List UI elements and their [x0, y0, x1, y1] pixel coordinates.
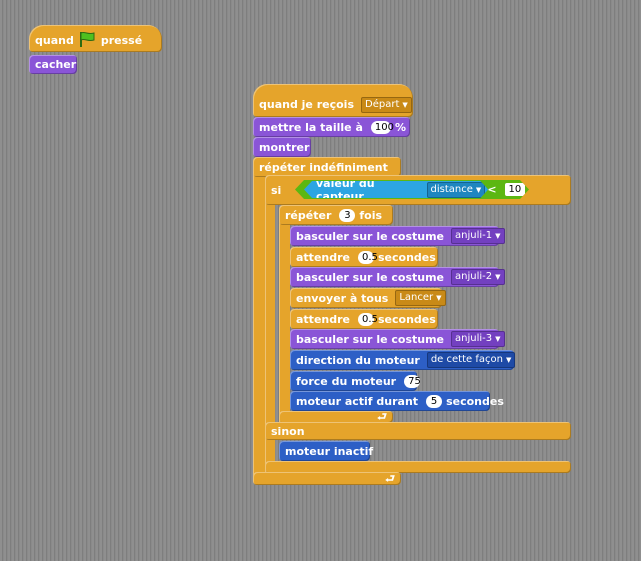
show-label: montrer [259, 140, 310, 154]
when-i-receive-block[interactable]: quand je reçois Départ▼ [253, 84, 413, 117]
message-dropdown[interactable]: Départ▼ [361, 96, 412, 113]
repeat-block-end: ⮐ [279, 410, 393, 423]
seconds-label: secondes [378, 312, 436, 326]
chevron-down-icon: ▼ [505, 356, 512, 364]
repeat-block[interactable]: répéter 3 fois [279, 205, 393, 225]
chevron-down-icon: ▼ [495, 273, 501, 281]
costume-dropdown[interactable]: anjuli-2▼ [451, 269, 505, 285]
motor-off-label: moteur inactif [285, 444, 374, 458]
less-than-label: < [487, 183, 497, 196]
hide-block[interactable]: cacher [29, 55, 77, 74]
times-label: fois [359, 208, 383, 222]
forever-block[interactable]: répéter indéfiniment [253, 157, 401, 177]
switch-costume-block-2[interactable]: basculer sur le costume anjuli-2▼ [290, 267, 505, 287]
chevron-down-icon: ▼ [475, 185, 482, 194]
if-else-block-end [265, 461, 571, 473]
repeat-count-input[interactable]: 3 [339, 208, 356, 222]
costume-dropdown[interactable]: anjuli-1▼ [451, 228, 505, 244]
motor-direction-label: direction du moteur [296, 353, 420, 367]
threshold-input[interactable]: 10 [505, 183, 525, 196]
green-flag-icon [78, 31, 96, 50]
motor-on-for-block[interactable]: moteur actif durant 5 secondes [290, 391, 504, 411]
else-label: sinon [271, 424, 305, 438]
chevron-down-icon: ▼ [402, 100, 408, 109]
size-input[interactable]: 100 [370, 120, 394, 134]
seconds-label: secondes [446, 394, 504, 408]
loop-arrow-icon: ⮐ [377, 410, 387, 423]
broadcast-block[interactable]: envoyer à tous Lancer▼ [290, 288, 446, 308]
costume-dropdown[interactable]: anjuli-3▼ [451, 331, 505, 347]
sensor-value-label: valeur du capteur [316, 176, 375, 203]
less-than-operator[interactable]: valeur du capteur distance▼ < 10 [295, 180, 529, 199]
show-block[interactable]: montrer [253, 137, 311, 157]
broadcast-dropdown[interactable]: Lancer▼ [395, 290, 446, 306]
forever-label: répéter indéfiniment [259, 160, 388, 174]
broadcast-label: envoyer à tous [296, 291, 389, 305]
repeat-label: répéter [285, 208, 332, 222]
chevron-down-icon: ▼ [495, 335, 501, 343]
switch-costume-block-1[interactable]: basculer sur le costume anjuli-1▼ [290, 226, 505, 246]
if-label: si [271, 183, 282, 197]
wait-seconds-input[interactable]: 0.5 [358, 312, 378, 326]
motor-power-label: force du moteur [296, 374, 397, 388]
wait-block-2[interactable]: attendre 0.5 secondes [290, 309, 438, 329]
wait-seconds-input[interactable]: 0.5 [358, 250, 378, 264]
sensor-dropdown[interactable]: distance▼ [427, 182, 486, 198]
wait-label: attendre [296, 312, 350, 326]
forever-block-end: ⮐ [253, 472, 401, 485]
switch-costume-block-3[interactable]: basculer sur le costume anjuli-3▼ [290, 329, 505, 349]
sensor-value-reporter[interactable]: valeur du capteur distance▼ [304, 181, 488, 198]
motor-direction-block[interactable]: direction du moteur de cette façon▼ [290, 350, 516, 370]
motor-on-for-label: moteur actif durant [296, 394, 419, 408]
repeat-arm [279, 219, 290, 423]
set-size-label: mettre la taille à [259, 120, 363, 134]
hide-label: cacher [35, 58, 77, 71]
wait-block-1[interactable]: attendre 0.5 secondes [290, 247, 438, 267]
chevron-down-icon: ▼ [436, 294, 442, 302]
motor-direction-dropdown[interactable]: de cette façon▼ [426, 352, 516, 368]
switch-costume-label: basculer sur le costume [296, 229, 445, 243]
set-size-block[interactable]: mettre la taille à 100 % [253, 117, 410, 137]
chevron-down-icon: ▼ [495, 232, 501, 240]
motor-power-block[interactable]: force du moteur 75 [290, 371, 421, 391]
when-i-receive-label: quand je reçois [259, 98, 355, 111]
pressed-label: pressé [100, 34, 143, 47]
forever-arm [253, 170, 265, 480]
switch-costume-label: basculer sur le costume [296, 332, 445, 346]
wait-label: attendre [296, 250, 350, 264]
motor-seconds-input[interactable]: 5 [426, 394, 443, 408]
when-flag-label: quand [35, 34, 74, 47]
else-section: sinon [265, 422, 571, 440]
if-else-arm [265, 196, 275, 472]
switch-costume-label: basculer sur le costume [296, 270, 445, 284]
seconds-label: secondes [378, 250, 436, 264]
motor-off-block[interactable]: moteur inactif [279, 441, 374, 461]
percent-label: % [394, 120, 406, 134]
when-flag-clicked-block[interactable]: quand pressé [29, 25, 162, 52]
loop-arrow-icon: ⮐ [385, 472, 395, 485]
motor-power-input[interactable]: 75 [404, 374, 421, 388]
